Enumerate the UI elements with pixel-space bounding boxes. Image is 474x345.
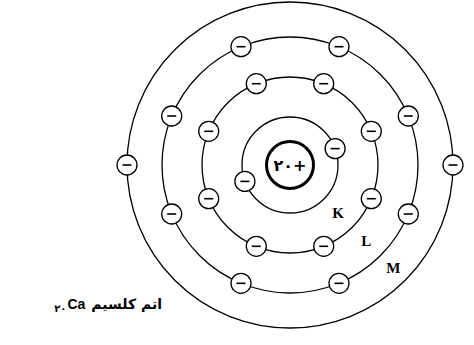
minus-sign (167, 213, 176, 215)
electron (117, 155, 137, 175)
electron-circle (117, 155, 137, 175)
electron-circle (162, 204, 182, 224)
electron-circle (246, 236, 266, 256)
electron-circle (361, 121, 381, 141)
electron (361, 189, 381, 209)
caption-group: ۲۰Ca اتم کلسیم (54, 296, 162, 312)
electron (398, 106, 418, 126)
minus-sign (252, 83, 261, 85)
element-symbol: Ca (67, 296, 85, 312)
caption-text: اتم کلسیم (91, 296, 162, 312)
electron (329, 273, 349, 293)
electron (443, 155, 463, 175)
electron-circle (314, 236, 334, 256)
electron-circle (398, 204, 418, 224)
shell-label: M (386, 261, 400, 276)
minus-sign (335, 282, 344, 284)
electron-circle (199, 189, 219, 209)
minus-sign (252, 246, 261, 248)
minus-sign (237, 282, 246, 284)
electron-circle (398, 106, 418, 126)
electron (246, 74, 266, 94)
electron (199, 121, 219, 141)
minus-sign (335, 46, 344, 48)
electron-circle (329, 37, 349, 57)
electron-circle (231, 37, 251, 57)
electron (314, 74, 334, 94)
electron (162, 106, 182, 126)
nucleus-circle: ۲۰+ (265, 140, 315, 190)
minus-sign (331, 148, 340, 150)
electron (361, 121, 381, 141)
minus-sign (319, 83, 328, 85)
electron-circle (199, 121, 219, 141)
shell-k (242, 117, 338, 213)
electron-circle (329, 273, 349, 293)
minus-sign (319, 246, 328, 248)
electron (314, 236, 334, 256)
electron-circle (314, 74, 334, 94)
electron-circle (162, 106, 182, 126)
minus-sign (240, 181, 249, 183)
electron-circle (235, 171, 255, 191)
atomic-number: ۲۰ (54, 303, 66, 314)
shell-label: L (361, 234, 371, 249)
electron-circle (361, 189, 381, 209)
minus-sign (237, 46, 246, 48)
electron-circle (443, 155, 463, 175)
electron (329, 37, 349, 57)
electron (231, 273, 251, 293)
electron (231, 37, 251, 57)
electron (162, 204, 182, 224)
minus-sign (367, 198, 376, 200)
minus-sign (123, 164, 132, 166)
nucleus-charge: ۲۰+ (274, 156, 307, 175)
shell-n (127, 2, 453, 328)
electron-circle (325, 139, 345, 159)
electron (235, 171, 255, 191)
electron (398, 204, 418, 224)
shell-l (202, 77, 378, 253)
minus-sign (204, 198, 213, 200)
minus-sign (449, 164, 458, 166)
electron (325, 139, 345, 159)
electron-circle (246, 74, 266, 94)
electron-circle (231, 273, 251, 293)
minus-sign (404, 115, 413, 117)
minus-sign (404, 213, 413, 215)
shell-m (162, 37, 418, 293)
shell-label: K (332, 206, 344, 221)
electron (246, 236, 266, 256)
minus-sign (167, 115, 176, 117)
minus-sign (204, 131, 213, 133)
electron (199, 189, 219, 209)
minus-sign (367, 131, 376, 133)
